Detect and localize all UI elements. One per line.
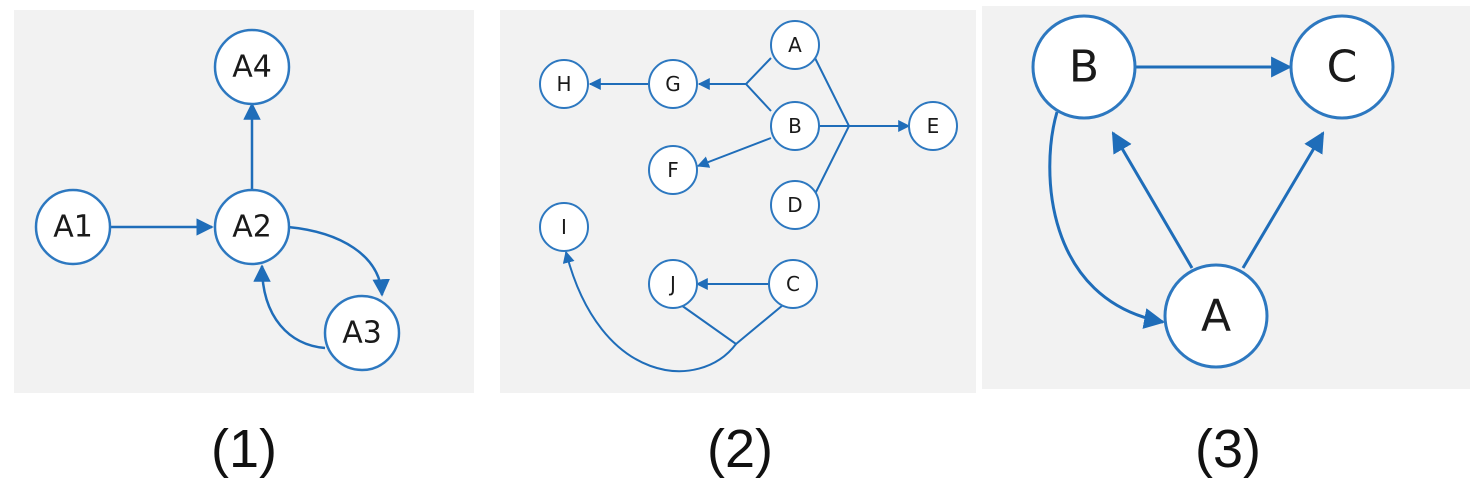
node-g: G xyxy=(648,59,698,109)
edge-b-f xyxy=(696,137,772,168)
edge-a2-a3 xyxy=(287,225,390,297)
node-c: C xyxy=(768,259,818,309)
node-a3: A3 xyxy=(323,294,401,372)
edge-jc-i-join xyxy=(680,304,784,346)
node-d: D xyxy=(770,180,820,230)
node-3-c-label: C xyxy=(1327,42,1358,93)
node-h-label: H xyxy=(556,72,571,96)
node-h: H xyxy=(539,59,589,109)
edge-a-b xyxy=(1111,131,1194,269)
node-d-label: D xyxy=(787,193,802,217)
node-3-c: C xyxy=(1289,14,1395,120)
node-a: A xyxy=(770,20,820,70)
edge-ab-g-join xyxy=(744,57,772,112)
edge-join-i xyxy=(562,250,737,373)
node-j: J xyxy=(648,259,698,309)
edge-a-c xyxy=(1241,131,1325,269)
node-a-label: A xyxy=(788,33,802,57)
node-e-label: E xyxy=(927,114,940,138)
node-b: B xyxy=(770,101,820,151)
diagram-1: A4 A1 A2 A3 xyxy=(34,28,401,372)
node-3-b-label: B xyxy=(1069,42,1099,93)
diagram-3: B C A xyxy=(1031,14,1395,369)
caption-diagram-3: (3) xyxy=(1195,419,1261,479)
edge-a3-a2 xyxy=(253,264,326,350)
node-b-label: B xyxy=(788,114,802,138)
diagram-2: A B C D E F G H xyxy=(539,20,958,373)
node-f: F xyxy=(648,145,698,195)
node-g-label: G xyxy=(665,72,681,96)
node-a1: A1 xyxy=(34,188,112,266)
caption-diagram-2: (2) xyxy=(707,419,773,479)
node-f-label: F xyxy=(667,158,679,182)
node-3-a: A xyxy=(1163,263,1269,369)
node-a1-label: A1 xyxy=(53,210,93,245)
node-a4: A4 xyxy=(213,28,291,106)
node-c-label: C xyxy=(786,272,800,296)
node-j-label: J xyxy=(668,272,676,296)
node-a4-label: A4 xyxy=(232,50,272,85)
node-a2-label: A2 xyxy=(232,210,272,245)
caption-diagram-1: (1) xyxy=(211,419,277,479)
node-3-b: B xyxy=(1031,14,1137,120)
node-a3-label: A3 xyxy=(342,316,382,351)
node-i-label: I xyxy=(561,215,567,239)
node-e: E xyxy=(908,101,958,151)
node-3-a-label: A xyxy=(1201,291,1231,342)
node-i: I xyxy=(539,202,589,252)
edge-b-a xyxy=(1048,111,1166,329)
node-a2: A2 xyxy=(213,188,291,266)
